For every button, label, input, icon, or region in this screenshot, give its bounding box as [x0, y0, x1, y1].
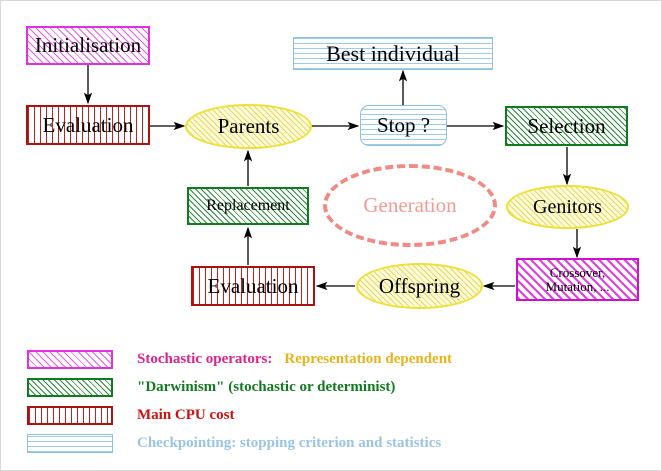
- node-genitors[interactable]: Genitors: [506, 185, 629, 229]
- node-stop-label: Stop ?: [376, 113, 431, 138]
- node-initialisation[interactable]: Initialisation: [26, 26, 150, 65]
- node-parents[interactable]: Parents: [185, 104, 312, 149]
- legend: Stochastic operators: Representation depe…: [27, 345, 627, 457]
- legend-swatch-magenta-diagonal-hatch: [27, 349, 113, 369]
- node-offspring-label: Offspring: [378, 273, 461, 298]
- legend-label-stochastic-operators: Stochastic operators: Representation depe…: [137, 351, 452, 368]
- node-genitors-label: Genitors: [533, 195, 602, 218]
- node-best-individual-label: Best individual: [326, 40, 460, 66]
- node-evaluation-top[interactable]: Evaluation: [26, 105, 150, 145]
- legend-label-darwinism: "Darwinism" (stochastic or determinist): [137, 378, 396, 395]
- legend-swatch-green-diagonal-hatch: [27, 377, 113, 397]
- node-replacement[interactable]: Replacement: [187, 187, 309, 225]
- legend-swatch-red-vertical-lines: [27, 405, 113, 425]
- node-selection[interactable]: Selection: [505, 106, 628, 146]
- legend-label-checkpointing: Checkpointing: stopping criterion and st…: [137, 434, 442, 451]
- node-generation-label: Generation: [363, 193, 457, 218]
- node-crossover-mutation[interactable]: Crossover, Mutation, ...: [516, 258, 639, 301]
- legend-item-stochastic-operators: Stochastic operators: Representation depe…: [27, 345, 627, 373]
- legend-label-representation-dependent: Representation dependent: [284, 350, 453, 367]
- node-stop[interactable]: Stop ?: [360, 105, 447, 146]
- legend-swatch-blue-horizontal-lines: [27, 433, 113, 453]
- node-best-individual[interactable]: Best individual: [293, 37, 493, 70]
- node-evaluation-bottom-label: Evaluation: [207, 273, 299, 298]
- node-generation-loop: Generation: [323, 164, 497, 247]
- legend-label-stochastic-operators-text: Stochastic operators:: [137, 350, 273, 367]
- node-offspring[interactable]: Offspring: [356, 263, 483, 309]
- node-evaluation-top-label: Evaluation: [42, 112, 134, 137]
- legend-label-main-cpu-cost: Main CPU cost: [137, 406, 235, 423]
- node-initialisation-label: Initialisation: [34, 33, 142, 58]
- legend-item-checkpointing: Checkpointing: stopping criterion and st…: [27, 429, 627, 457]
- node-evaluation-bottom[interactable]: Evaluation: [191, 266, 315, 306]
- node-replacement-label: Replacement: [206, 196, 290, 214]
- legend-item-main-cpu-cost: Main CPU cost: [27, 401, 627, 429]
- node-crossover-mutation-label: Crossover, Mutation, ...: [545, 264, 610, 294]
- legend-item-darwinism: "Darwinism" (stochastic or determinist): [27, 373, 627, 401]
- node-parents-label: Parents: [217, 114, 280, 139]
- node-selection-label: Selection: [527, 113, 606, 138]
